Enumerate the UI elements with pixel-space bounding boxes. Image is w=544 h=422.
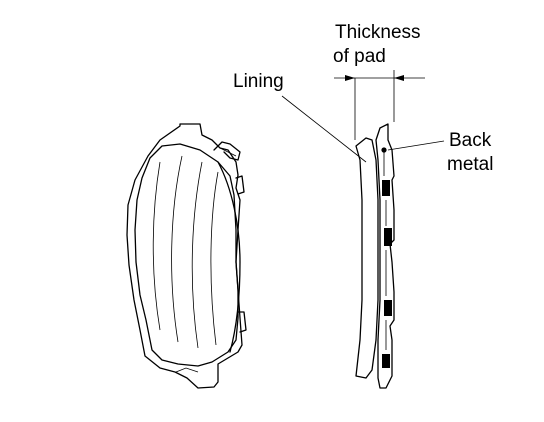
back-metal-tab-2 xyxy=(384,228,392,246)
front-right-tab-lower xyxy=(237,311,247,333)
back-metal-tab-4 xyxy=(382,354,390,368)
pad-side-view xyxy=(355,123,395,389)
thickness-label-line1: Thickness xyxy=(335,22,421,43)
front-face-curve-2 xyxy=(171,155,183,343)
thickness-dimension xyxy=(334,70,425,140)
side-back-metal xyxy=(375,123,395,389)
lining-label: Lining xyxy=(233,71,284,92)
thickness-label-line2: of pad xyxy=(333,46,386,67)
back-metal-leader-line xyxy=(387,140,445,151)
dimension-arrow-left xyxy=(345,75,355,81)
back-metal-label-line1: Back xyxy=(449,130,492,151)
front-face-curve-3 xyxy=(191,161,203,349)
back-metal-label-line2: metal xyxy=(447,154,493,175)
front-face-curve-1 xyxy=(152,161,161,331)
back-metal-tab-1 xyxy=(382,180,390,196)
back-metal-tab-3 xyxy=(384,300,392,316)
front-lining-inner-arc xyxy=(217,161,241,353)
side-lining xyxy=(355,137,379,379)
front-lining-face xyxy=(134,143,239,367)
front-face-curve-4 xyxy=(210,171,219,346)
front-right-tab-upper xyxy=(235,175,245,195)
pad-front-view xyxy=(126,123,247,389)
wear-indicator-clip xyxy=(213,141,241,161)
dimension-arrow-right xyxy=(394,75,404,81)
back-metal-mark xyxy=(381,147,387,153)
front-backing-plate xyxy=(126,123,243,389)
lining-leader-line xyxy=(281,95,367,163)
